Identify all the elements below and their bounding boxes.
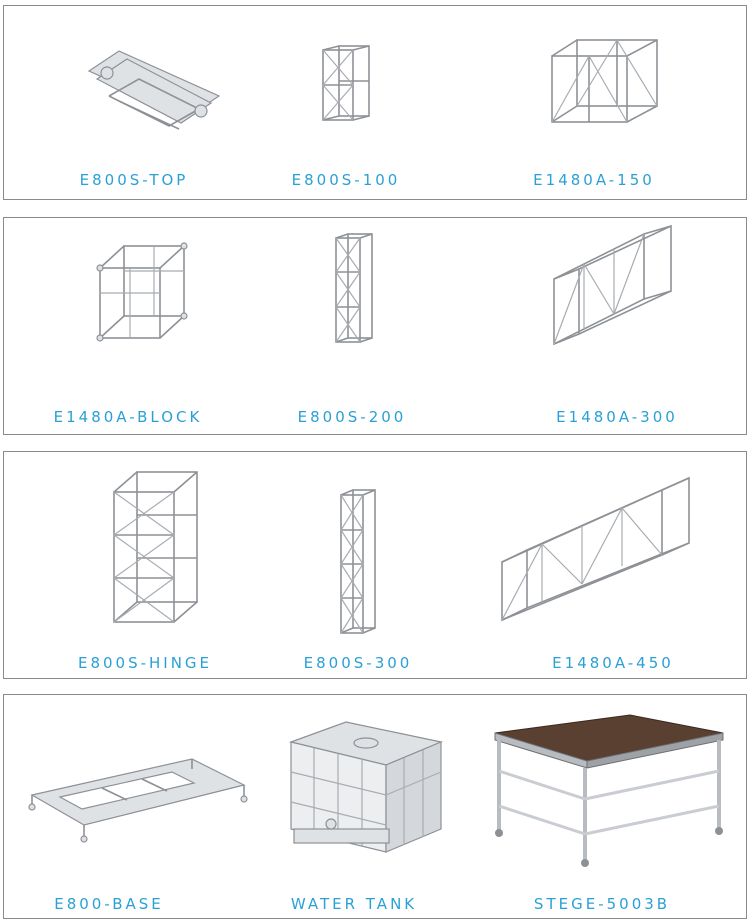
product-panel-1: E800S-TOP E800S-100 E1480A-150 xyxy=(3,5,747,200)
product-item-e1480a-450[interactable] xyxy=(497,476,697,630)
product-item-stege-5003b[interactable] xyxy=(485,711,730,867)
truss-top-section-icon xyxy=(87,50,221,130)
truss-150-section-icon xyxy=(551,39,658,123)
product-item-water-tank[interactable] xyxy=(286,717,446,865)
product-item-e800s-top[interactable] xyxy=(79,41,229,131)
truss-100-section-icon xyxy=(322,45,370,121)
caption-e800s-top: E800S-TOP xyxy=(79,171,189,189)
water-tank-icon xyxy=(288,721,444,853)
caption-e1480a-450: E1480A-450 xyxy=(552,654,674,672)
caption-water-tank: WATER TANK xyxy=(290,895,418,913)
caption-e800s-300: E800S-300 xyxy=(303,654,413,672)
product-item-e800s-300[interactable] xyxy=(337,487,382,637)
product-item-e1480a-300[interactable] xyxy=(549,224,679,347)
truss-300-tower-icon xyxy=(340,489,376,634)
caption-stege-5003b: STEGE-5003B xyxy=(533,895,671,913)
caption-e800-base: E800-BASE xyxy=(54,895,164,913)
caption-e1480a-150: E1480A-150 xyxy=(533,171,655,189)
product-panel-4: E800-BASE WATER TANK xyxy=(3,694,747,919)
truss-block-icon xyxy=(96,242,188,342)
caption-e800s-hinge: E800S-HINGE xyxy=(77,654,213,672)
truss-450-section-icon xyxy=(501,476,690,622)
caption-e800s-100: E800S-100 xyxy=(291,171,401,189)
truss-300-section-icon xyxy=(553,224,672,346)
product-item-e1480a-150[interactable] xyxy=(547,36,662,126)
product-panel-3: E800S-HINGE E800S-300 E1480A-450 xyxy=(3,451,747,679)
base-frame-icon xyxy=(28,758,248,843)
product-item-e800s-100[interactable] xyxy=(319,44,379,126)
product-item-e800s-hinge[interactable] xyxy=(109,467,204,627)
product-panel-2: E1480A-BLOCK E800S-200 E1480A-300 xyxy=(3,217,747,435)
stage-platform-icon xyxy=(494,714,724,867)
product-item-e800-base[interactable] xyxy=(22,755,252,855)
truss-200-section-icon xyxy=(335,233,373,343)
product-item-e1480a-block[interactable] xyxy=(92,238,192,343)
caption-e1480a-300: E1480A-300 xyxy=(556,408,678,426)
caption-e1480a-block: E1480A-BLOCK xyxy=(53,408,203,426)
product-item-e800s-200[interactable] xyxy=(332,232,377,347)
caption-e800s-200: E800S-200 xyxy=(297,408,407,426)
truss-hinge-icon xyxy=(113,471,198,623)
